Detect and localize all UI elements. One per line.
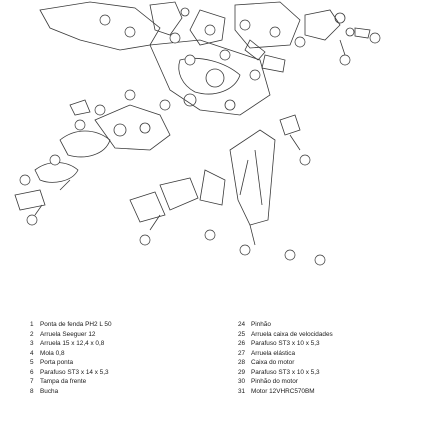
part-item: 24 Pinhão [238, 320, 428, 330]
part-description: Bucha [40, 387, 59, 395]
part-item: 25 Arruela caixa de velocidades [238, 330, 428, 340]
part-item: 2 Arruela Seeguer 12 [30, 330, 200, 340]
part-description: Mola 0,8 [40, 349, 65, 357]
part-item: 8 Bucha [30, 387, 200, 397]
part-number: 3 [30, 340, 34, 347]
part-number: 4 [30, 349, 34, 357]
part-item: 1 Ponta de fenda PH2 L 50 [30, 320, 200, 330]
part-number: 25 [238, 330, 246, 338]
part-number: 8 [30, 387, 34, 395]
part-description: Parafuso ST3 x 14 x 5,3 [40, 368, 109, 376]
part-description: Motor 12VHRC570BM [251, 387, 315, 395]
part-description: Porta ponta [40, 359, 74, 366]
part-description: Parafuso ST3 x 10 x 5,3 [251, 368, 320, 376]
part-number: 7 [30, 378, 34, 385]
part-description: Arruela Seeguer 12 [40, 330, 96, 338]
part-number: 28 [238, 359, 246, 366]
part-item: 5 Porta ponta [30, 358, 200, 368]
part-number: 26 [238, 340, 246, 347]
part-item: 3 Arruela 15 x 12,4 x 0,8 [30, 339, 200, 349]
exploded-view-diagram [14, 1, 381, 266]
part-description: Ponta de fenda PH2 L 50 [40, 321, 112, 328]
parts-list-left-column: 1 Ponta de fenda PH2 L 50 2 Arruela Seegue… [30, 320, 200, 396]
part-item: 27 Arruela elástica [238, 349, 428, 359]
part-number: 29 [238, 368, 246, 376]
part-description: Caixa do motor [251, 359, 295, 366]
part-number: 5 [30, 359, 34, 366]
part-description: Parafuso ST3 x 10 x 5,3 [251, 340, 320, 347]
part-item: 31 Motor 12VHRC570BM [238, 387, 428, 397]
part-item: 29 Parafuso ST3 x 10 x 5,3 [238, 368, 428, 378]
part-number: 2 [30, 330, 34, 338]
part-item: 30 Pinhão do motor [238, 377, 428, 387]
part-number: 24 [238, 321, 246, 328]
part-number: 27 [238, 349, 246, 357]
part-item: 26 Parafuso ST3 x 10 x 5,3 [238, 339, 428, 349]
part-item: 7 Tampa da frente [30, 377, 200, 387]
part-number: 30 [238, 378, 246, 385]
part-description: Pinhão do motor [251, 378, 298, 385]
part-item: 6 Parafuso ST3 x 14 x 5,3 [30, 368, 200, 378]
part-number: 6 [30, 368, 34, 376]
part-item: 28 Caixa do motor [238, 358, 428, 368]
part-description: Pinhão [251, 321, 271, 328]
part-description: Arruela elástica [251, 349, 296, 357]
part-description: Arruela 15 x 12,4 x 0,8 [40, 340, 105, 347]
part-item: 4 Mola 0,8 [30, 349, 200, 359]
part-number: 1 [30, 321, 34, 328]
part-description: Arruela caixa de velocidades [251, 330, 333, 338]
part-number: 31 [238, 387, 246, 395]
part-description: Tampa da frente [40, 378, 87, 385]
